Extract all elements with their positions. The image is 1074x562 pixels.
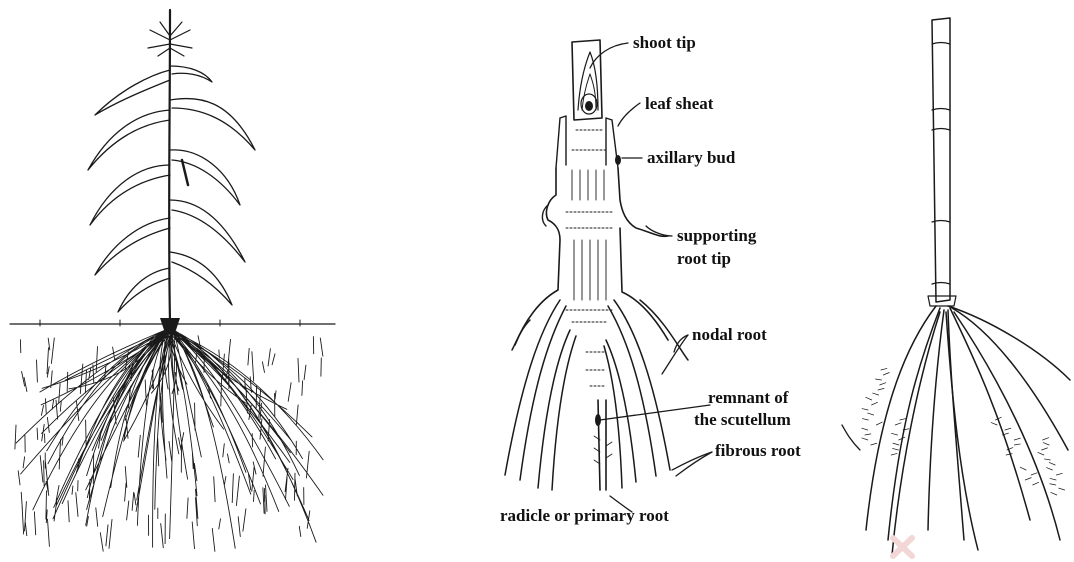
label-supporting-line1: supporting: [677, 226, 757, 245]
label-remnant-line1: remnant of: [708, 388, 789, 407]
label-leaf-sheat: leaf sheat: [645, 94, 714, 113]
label-shoot-tip: shoot tip: [633, 33, 696, 52]
labels: shoot tip leaf sheat axillary bud suppor…: [500, 33, 801, 525]
label-axillary-bud: axillary bud: [647, 148, 736, 167]
whole-plant-illustration: [10, 10, 335, 551]
stem-column: [932, 18, 950, 302]
vascular-strands: [572, 170, 606, 300]
label-nodal-root: nodal root: [692, 325, 767, 344]
label-remnant-line2: the scutellum: [694, 410, 791, 429]
radicle-hairs: [594, 436, 612, 464]
stem-outline: [515, 168, 668, 345]
stem-fibrous-root-illustration: [862, 18, 1070, 555]
label-fibrous-root: fibrous root: [715, 441, 801, 460]
root-mass: [15, 330, 323, 551]
label-radicle: radicle or primary root: [500, 506, 669, 525]
leaf-sheath-left: [556, 116, 566, 168]
watermark-x: [893, 538, 912, 556]
root-strands: [15, 330, 323, 551]
axillary-bud: [615, 155, 621, 165]
label-supporting-line2: root tip: [677, 249, 731, 268]
crown: [160, 318, 180, 330]
stalk: [169, 10, 170, 322]
leaves: [88, 66, 255, 312]
fibrous-roots-right: [866, 306, 1070, 555]
radicle: [598, 400, 606, 490]
